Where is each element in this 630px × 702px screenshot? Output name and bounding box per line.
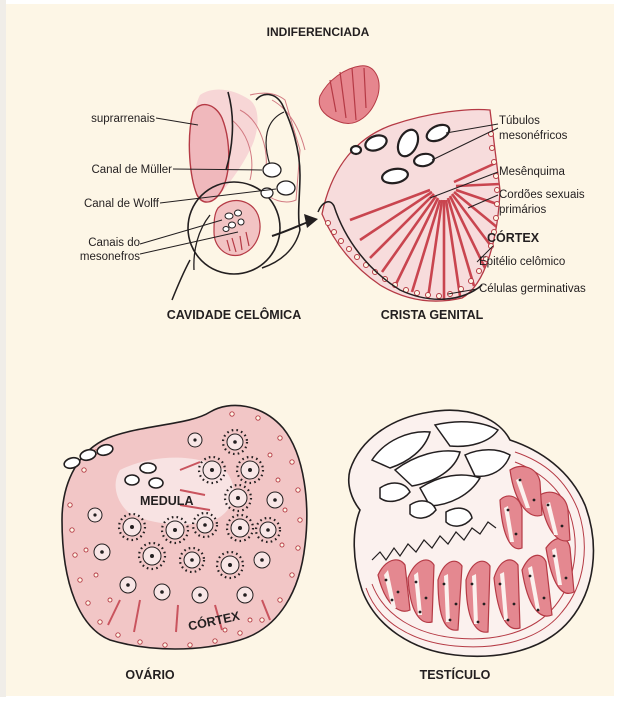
label-canal-muller: Canal de Müller (91, 164, 172, 176)
label-canal-wolff: Canal de Wolff (84, 198, 160, 210)
label-mesonefros: mesonefros (80, 251, 140, 263)
label-primarios: primários (499, 204, 547, 216)
label-mesonefricos: mesonéfricos (499, 130, 568, 142)
caption-cavidade-celomica: CAVIDADE CELÔMICA (167, 307, 302, 322)
suprarrenal-gland (189, 105, 228, 202)
label-celulas-germinativas: Células germinativas (479, 283, 586, 295)
muller-duct (263, 163, 281, 177)
label-cordoes-sexuais: Cordões sexuais (499, 189, 585, 201)
caption-testiculo: TESTÍCULO (420, 667, 491, 682)
label-suprarrenais: suprarrenais (91, 113, 155, 125)
label-mesenquima: Mesênquima (499, 166, 565, 178)
label-medula: MEDULA (140, 494, 193, 508)
label-canais-do: Canais do (88, 237, 140, 249)
caption-ovario: OVÁRIO (125, 667, 175, 682)
left-margin-strip (0, 0, 6, 697)
label-epitelio-celomico: Epitélio celômico (479, 256, 565, 268)
label-cortex-top: CÓRTEX (487, 230, 540, 245)
label-tubulos: Túbulos (499, 115, 540, 127)
ovario-drawing (62, 405, 307, 649)
wolff-duct (277, 181, 295, 195)
caption-crista-genital: CRISTA GENITAL (381, 308, 484, 322)
title-indiferenciada: INDIFERENCIADA (267, 25, 370, 39)
